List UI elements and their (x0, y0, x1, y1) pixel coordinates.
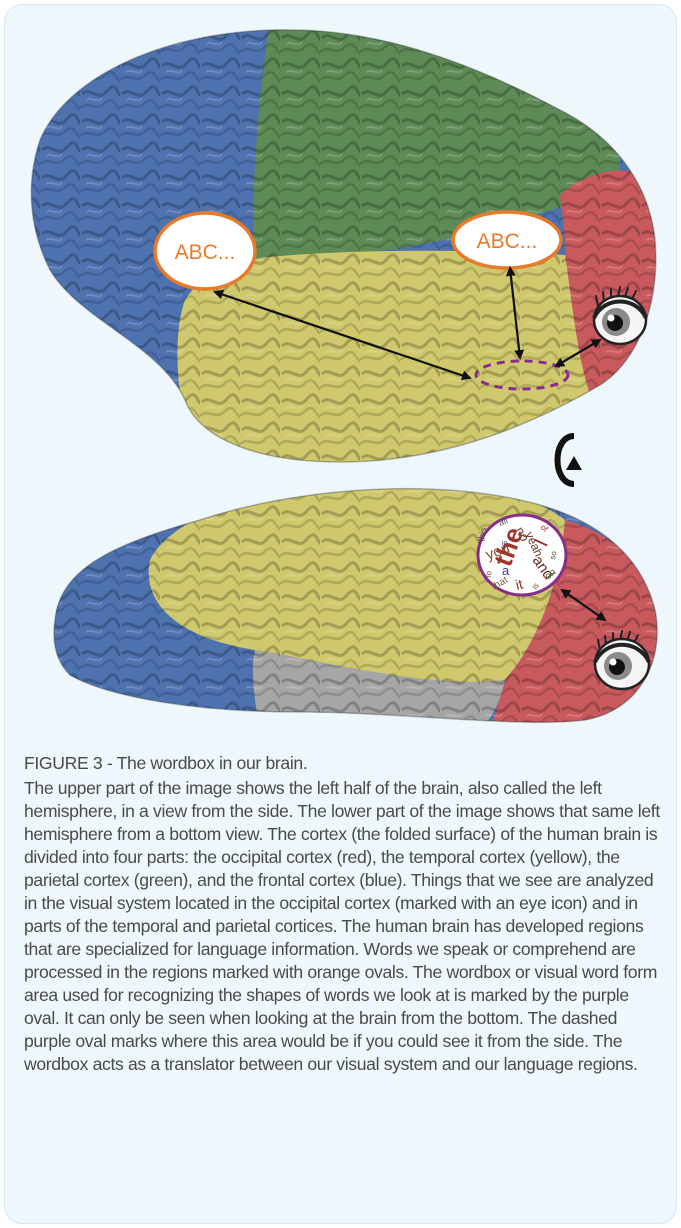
upper-brain-lateral-view: ABC... ABC... (0, 0, 681, 470)
figure-caption: FIGURE 3 - The wordbox in our brain. The… (24, 752, 664, 1076)
brain-figure: ABC... ABC... (0, 0, 681, 730)
language-oval-right-label: ABC... (477, 230, 538, 253)
cortex-folds-texture (0, 0, 681, 470)
language-region-oval-left: ABC... (155, 213, 255, 289)
caption-body: The upper part of the image shows the le… (24, 777, 664, 1076)
caption-title: FIGURE 3 - The wordbox in our brain. (24, 752, 664, 775)
rotation-arrow-icon (558, 436, 583, 484)
wordbox-oval: no the and you a that this it I on yeah … (476, 515, 566, 595)
cortex-folds-texture-bottom (0, 470, 681, 730)
language-oval-left-label: ABC... (175, 241, 236, 264)
language-region-oval-right: ABC... (453, 212, 561, 268)
lower-brain-bottom-view: no the and you a that this it I on yeah … (0, 470, 681, 730)
